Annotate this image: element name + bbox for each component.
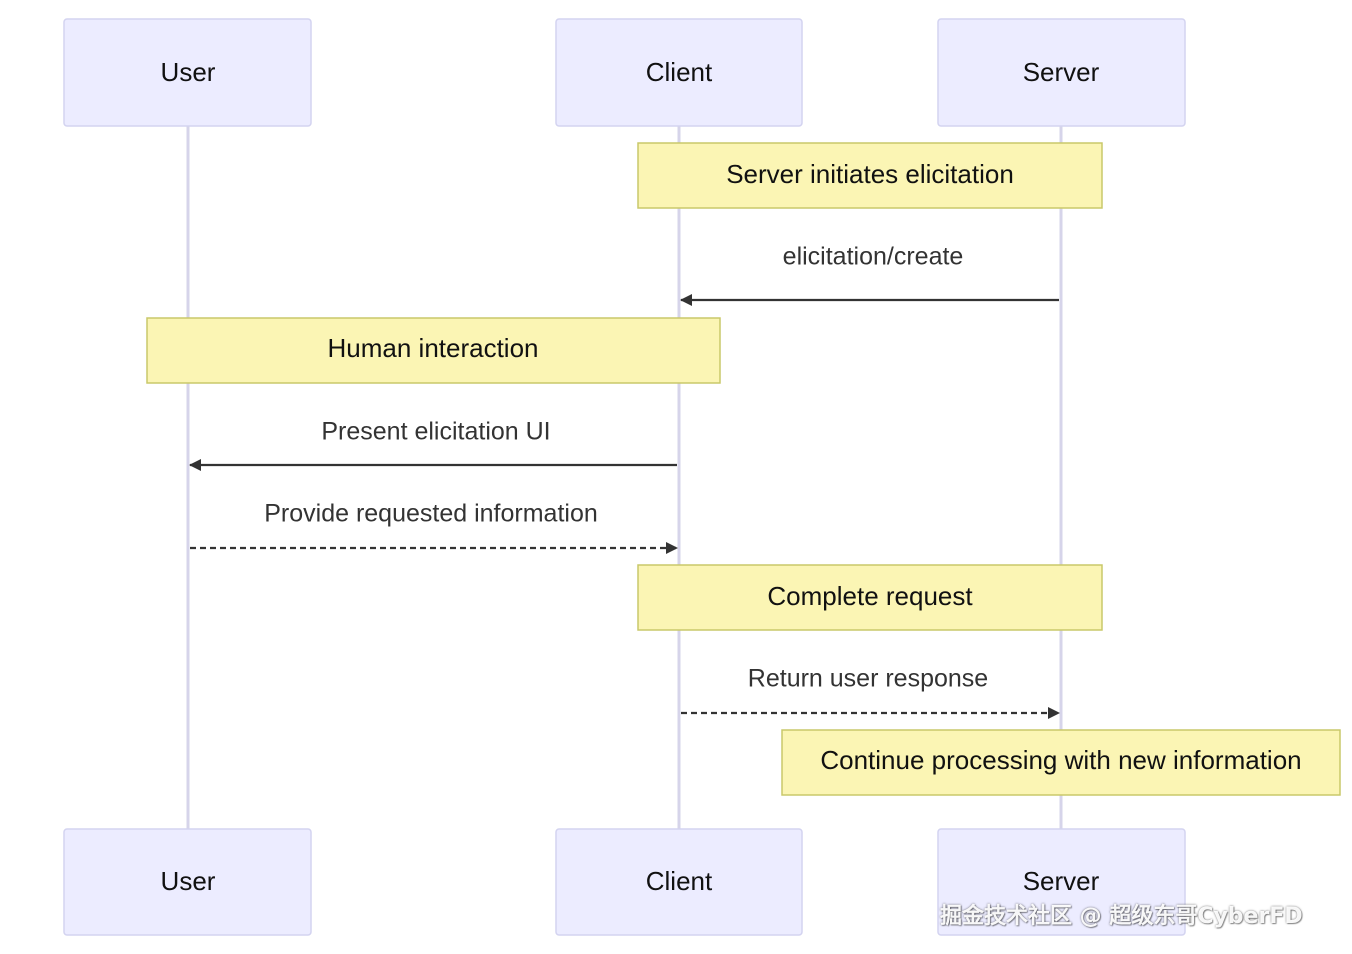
actor-server-bottom-label: Server — [1023, 866, 1100, 896]
actor-user-bottom-label: User — [161, 866, 216, 896]
note-complete-request-label: Complete request — [767, 581, 973, 611]
note-continue-processing-label: Continue processing with new information — [820, 745, 1301, 775]
actor-client-bottom: Client — [555, 828, 803, 936]
message-present-ui: Present elicitation UI — [189, 418, 677, 471]
message-elicitation-create: elicitation/create — [680, 243, 1059, 306]
note-complete-request: Complete request — [637, 564, 1103, 631]
message-present-ui-label: Present elicitation UI — [321, 418, 550, 446]
message-provide-info: Provide requested information — [190, 500, 678, 554]
note-server-initiates: Server initiates elicitation — [637, 142, 1103, 209]
actor-user-top: User — [63, 18, 312, 127]
note-human-interaction-label: Human interaction — [328, 333, 539, 363]
actor-client-top: Client — [555, 18, 803, 127]
actor-user-top-label: User — [161, 57, 216, 87]
message-return-response-label: Return user response — [748, 665, 988, 693]
message-provide-info-label: Provide requested information — [264, 500, 598, 528]
actor-server-top-label: Server — [1023, 57, 1100, 87]
actor-server-top: Server — [937, 18, 1186, 127]
actor-client-top-label: Client — [646, 57, 713, 87]
note-human-interaction: Human interaction — [146, 317, 721, 384]
actor-client-bottom-label: Client — [646, 866, 713, 896]
message-return-response: Return user response — [681, 665, 1060, 719]
watermark: 掘金技术社区 @ 超级东哥CyberFD — [940, 904, 1303, 929]
note-server-initiates-label: Server initiates elicitation — [726, 159, 1014, 189]
actor-server-bottom: Server — [937, 828, 1186, 936]
actor-user-bottom: User — [63, 828, 312, 936]
message-elicitation-create-label: elicitation/create — [783, 243, 964, 271]
note-continue-processing: Continue processing with new information — [781, 729, 1341, 796]
